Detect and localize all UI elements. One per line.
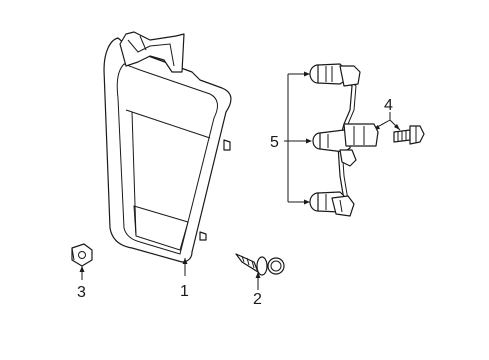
leader-arrow-1: [182, 258, 188, 264]
bulb-socket-harness: [309, 63, 379, 217]
callout-label-1: 1: [180, 283, 189, 300]
leader-arrow-5-middle: [306, 138, 312, 144]
leader-arrow-2: [255, 272, 261, 278]
leader-arrow-5-top: [304, 71, 310, 77]
callout-1: 1: [180, 258, 189, 300]
bulb-socket-middle: [312, 123, 379, 167]
leader-arrow-4b: [394, 124, 400, 130]
callout-2: 2: [253, 272, 262, 308]
callout-3: 3: [77, 266, 86, 301]
leader-arrow-3: [79, 266, 85, 272]
callout-4: 4: [371, 97, 401, 131]
callout-label-2: 2: [253, 291, 262, 308]
leader-arrow-5-bottom: [304, 199, 310, 205]
mounting-stud: [235, 253, 285, 276]
tail-lamp-assembly: [103, 31, 232, 263]
callout-label-5: 5: [270, 134, 279, 151]
callout-5: 5: [270, 71, 312, 205]
callout-label-4: 4: [384, 97, 393, 114]
nut: [71, 243, 93, 267]
bulb-socket-top: [309, 63, 361, 87]
callout-label-3: 3: [77, 284, 86, 301]
bolt: [393, 125, 425, 145]
bulb-socket-bottom: [309, 191, 355, 217]
